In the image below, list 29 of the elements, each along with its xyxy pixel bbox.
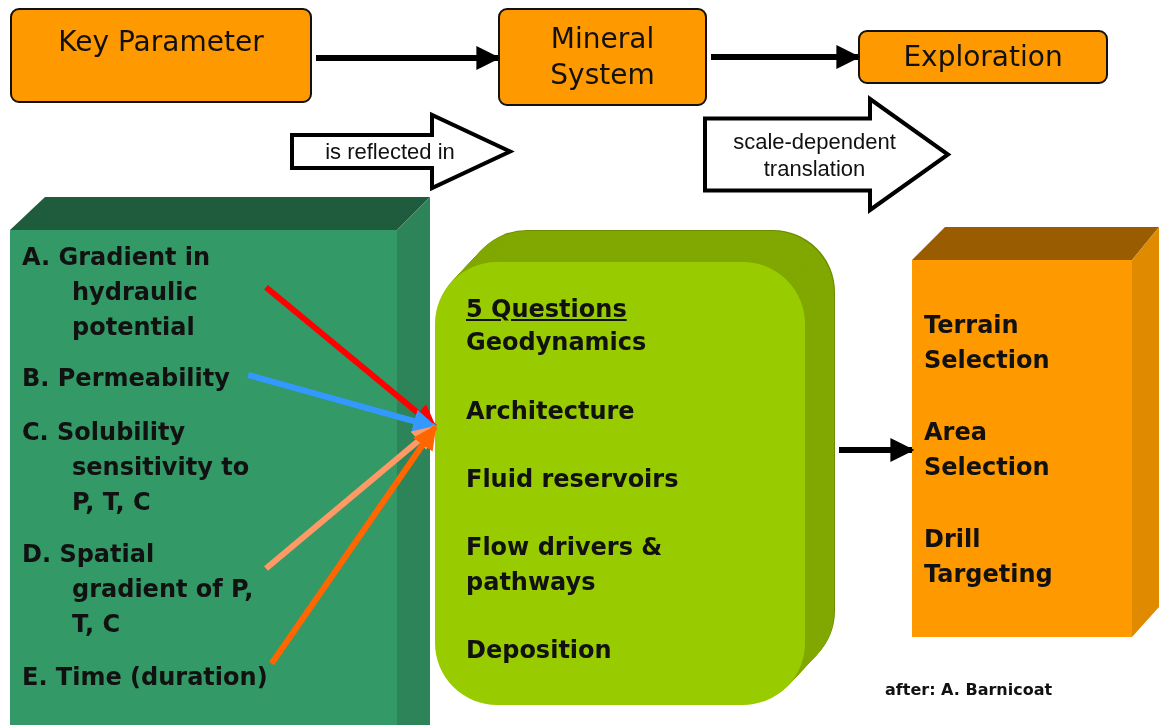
process-box <box>858 30 1108 84</box>
arrow <box>264 424 437 571</box>
box-label: Mineral System <box>549 21 656 93</box>
list-item: E. Time (duration) <box>22 660 268 695</box>
box-label: Deposition <box>466 635 613 666</box>
box-label: Architecture <box>466 396 636 427</box>
box-label: Terrain Selection <box>924 310 1051 376</box>
box-label: Drill Targeting <box>924 524 1054 590</box>
process-box <box>10 8 312 103</box>
arrow <box>711 45 861 69</box>
list-item: B. Permeability <box>22 361 245 396</box>
arrow <box>316 46 501 70</box>
box-heading: 5 Questions <box>466 294 628 325</box>
box-label: Flow drivers & pathways <box>466 532 664 598</box>
arrow <box>247 372 438 433</box>
list-item: D. Spatial gradient of P, T, C <box>22 537 262 642</box>
box-label: Area Selection <box>924 417 1051 483</box>
box-label: Geodynamics <box>466 327 648 358</box>
arrow <box>269 425 438 666</box>
arrow-label: is reflected in <box>324 138 456 165</box>
list-item: A. Gradient in hydraulic potential <box>22 240 262 345</box>
arrow <box>839 438 915 462</box>
arrow-label: scale-dependent translation <box>732 127 897 182</box>
box-label: Key Parameter <box>58 24 264 60</box>
process-box <box>498 8 707 106</box>
list-item: C. Solubility sensitivity to P, T, C <box>22 415 277 520</box>
credit-note: after: A. Barnicoat <box>885 680 1053 699</box>
box-label: Fluid reservoirs <box>466 464 680 495</box>
box-label: Exploration <box>903 39 1063 75</box>
